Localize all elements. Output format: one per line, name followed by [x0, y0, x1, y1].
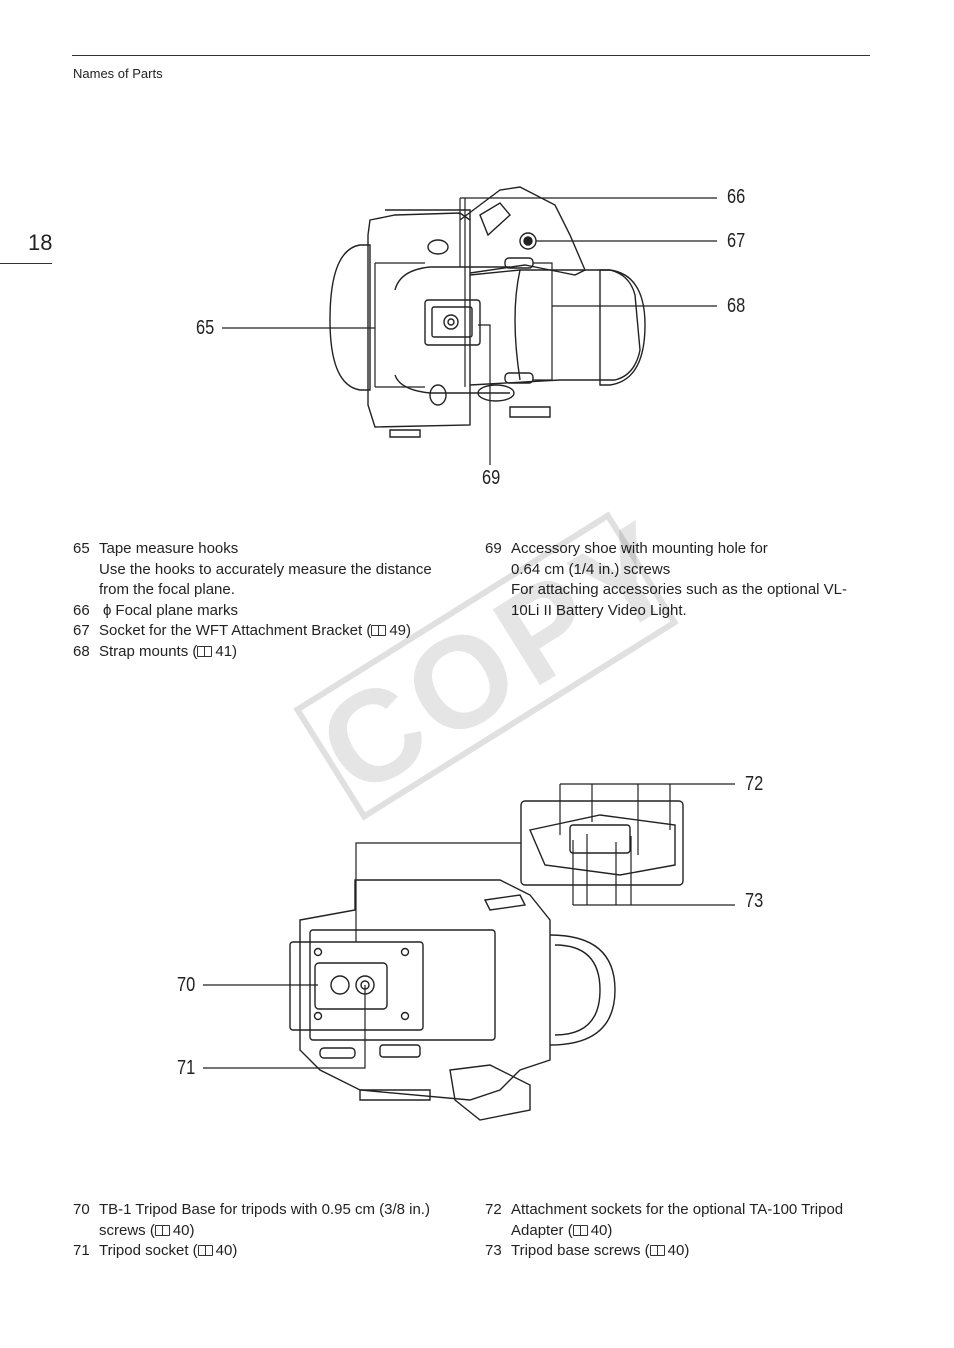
description-item: 67 Socket for the WFT Attachment Bracket…	[73, 621, 463, 642]
book-reference-icon	[197, 1245, 213, 1256]
description-item: 70 TB-1 Tripod Base for tripods with 0.9…	[73, 1200, 468, 1241]
callout-69: 69	[482, 467, 501, 489]
descriptions-bottom-right: 72 Attachment sockets for the optional T…	[485, 1200, 880, 1262]
description-item: 69 Accessory shoe with mounting hole for…	[485, 539, 865, 580]
item-text: Strap mounts (	[99, 642, 198, 660]
item-text: Tripod base screws (	[511, 1242, 650, 1259]
callout-68: 68	[727, 295, 746, 317]
item-number: 73	[485, 1242, 502, 1259]
item-text: TB-1 Tripod Base for tripods with 0.95 c…	[99, 1201, 430, 1239]
item-subtext: Use the hooks to accurately measure the …	[99, 560, 432, 599]
callout-71: 71	[177, 1057, 196, 1079]
section-title: Names of Parts	[73, 66, 163, 81]
camera-bottom-view-drawing	[203, 783, 735, 1121]
item-number: 68	[73, 642, 90, 660]
item-number: 70	[73, 1201, 90, 1218]
item-page-ref: 40)	[172, 1221, 195, 1239]
callout-66: 66	[727, 186, 746, 208]
book-reference-icon	[649, 1245, 665, 1256]
description-item: 65 Tape measure hooks	[73, 539, 463, 560]
item-number: 69	[485, 540, 502, 557]
descriptions-bottom-left: 70 TB-1 Tripod Base for tripods with 0.9…	[73, 1200, 468, 1262]
focal-plane-mark-icon: ϕ	[103, 601, 112, 619]
camera-side-view-drawing	[222, 186, 717, 465]
header-rule	[72, 55, 870, 56]
book-reference-icon	[154, 1224, 170, 1236]
item-number: 71	[73, 1242, 90, 1259]
callout-67: 67	[727, 230, 746, 252]
item-page-ref: 41)	[215, 642, 238, 660]
descriptions-top-right: 69 Accessory shoe with mounting hole for…	[485, 539, 865, 621]
callout-70: 70	[177, 974, 196, 996]
callout-73: 73	[745, 890, 764, 912]
description-item: 71 Tripod socket ( 40)	[73, 1241, 468, 1262]
item-text: Attachment sockets for the optional TA-1…	[511, 1201, 844, 1239]
item-number: 66	[73, 601, 90, 619]
descriptions-top-left: 65 Tape measure hooks Use the hooks to a…	[73, 539, 463, 662]
camera-bottom-view-figure: 70 71 72 73	[0, 770, 954, 1150]
item-page-ref: 40)	[215, 1242, 238, 1259]
book-reference-icon	[197, 645, 213, 657]
item-text: Accessory shoe with mounting hole for 0.…	[511, 540, 768, 578]
item-page-ref: 40)	[590, 1221, 613, 1239]
item-number: 72	[485, 1201, 502, 1218]
camera-side-view-figure: 65 66 67 68 69	[0, 175, 954, 505]
description-item: 73 Tripod base screws ( 40)	[485, 1241, 880, 1262]
item-text: Focal plane marks	[115, 601, 238, 619]
item-page-ref: 40)	[667, 1242, 690, 1259]
page-number-rule	[0, 263, 52, 264]
description-item: 68 Strap mounts ( 41)	[73, 642, 463, 663]
book-reference-icon	[572, 1224, 588, 1236]
item-subtext: For attaching accessories such as the op…	[511, 581, 848, 619]
item-text: Tape measure hooks	[99, 540, 239, 557]
item-number: 67	[73, 622, 90, 639]
page-number: 18	[28, 230, 53, 255]
book-reference-icon	[371, 625, 387, 636]
item-text: Tripod socket (	[99, 1242, 198, 1259]
item-page-ref: 49)	[389, 622, 412, 639]
callout-65: 65	[196, 317, 215, 339]
item-number: 65	[73, 540, 90, 557]
description-item: 72 Attachment sockets for the optional T…	[485, 1200, 880, 1241]
item-text: Socket for the WFT Attachment Bracket (	[99, 622, 372, 639]
callout-72: 72	[745, 773, 764, 795]
